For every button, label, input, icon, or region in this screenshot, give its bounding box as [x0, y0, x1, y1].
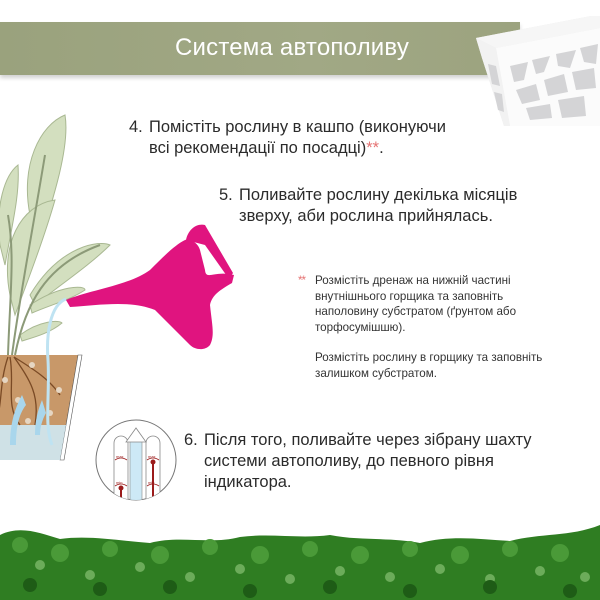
step-text-line: Після того, поливайте через зібрану шахт…: [204, 431, 532, 449]
step-text-line: індикатора.: [204, 473, 292, 491]
footnote-paragraph: Розмістіть рослину в горщику та заповніт…: [315, 351, 543, 380]
header-banner: Система автополиву: [0, 22, 520, 75]
planter-image: [476, 16, 600, 126]
footnote: ** Розмістіть дренаж на нижній частині в…: [298, 273, 558, 396]
svg-text:min: min: [148, 480, 154, 485]
svg-text:max: max: [148, 454, 156, 459]
step-number: 4.: [129, 118, 143, 136]
page-title: Система автополиву: [175, 34, 410, 61]
footnote-marker: **: [366, 139, 380, 157]
plant-watering-illustration: [0, 114, 234, 461]
step-6: 6. Після того, поливайте через зібрану ша…: [184, 430, 532, 493]
svg-text:min: min: [116, 480, 122, 485]
step-4: 4. Помістіть рослину в кашпо (виконуючи в…: [129, 117, 446, 159]
step-text-line: Помістіть рослину в кашпо (виконуючи: [149, 118, 446, 136]
step-5: 5. Поливайте рослину декілька місяців зве…: [219, 185, 517, 227]
water-level-indicator-icon: max max min min: [95, 419, 177, 501]
hedge-decoration: [0, 525, 600, 600]
step-text-line: системи автополиву, до певного рівня: [204, 452, 494, 470]
footnote-marker: **: [298, 274, 306, 287]
step-text-line: всі рекомендації по посадці)**.: [149, 139, 384, 157]
footnote-paragraph: Розмістіть дренаж на нижній частині внут…: [315, 274, 517, 334]
step-number: 5.: [219, 186, 233, 204]
svg-text:max: max: [116, 454, 124, 459]
step-text-line: зверху, аби рослина прийнялась.: [239, 207, 493, 225]
step-text-line: Поливайте рослину декілька місяців: [239, 186, 518, 204]
step-number: 6.: [184, 431, 198, 449]
